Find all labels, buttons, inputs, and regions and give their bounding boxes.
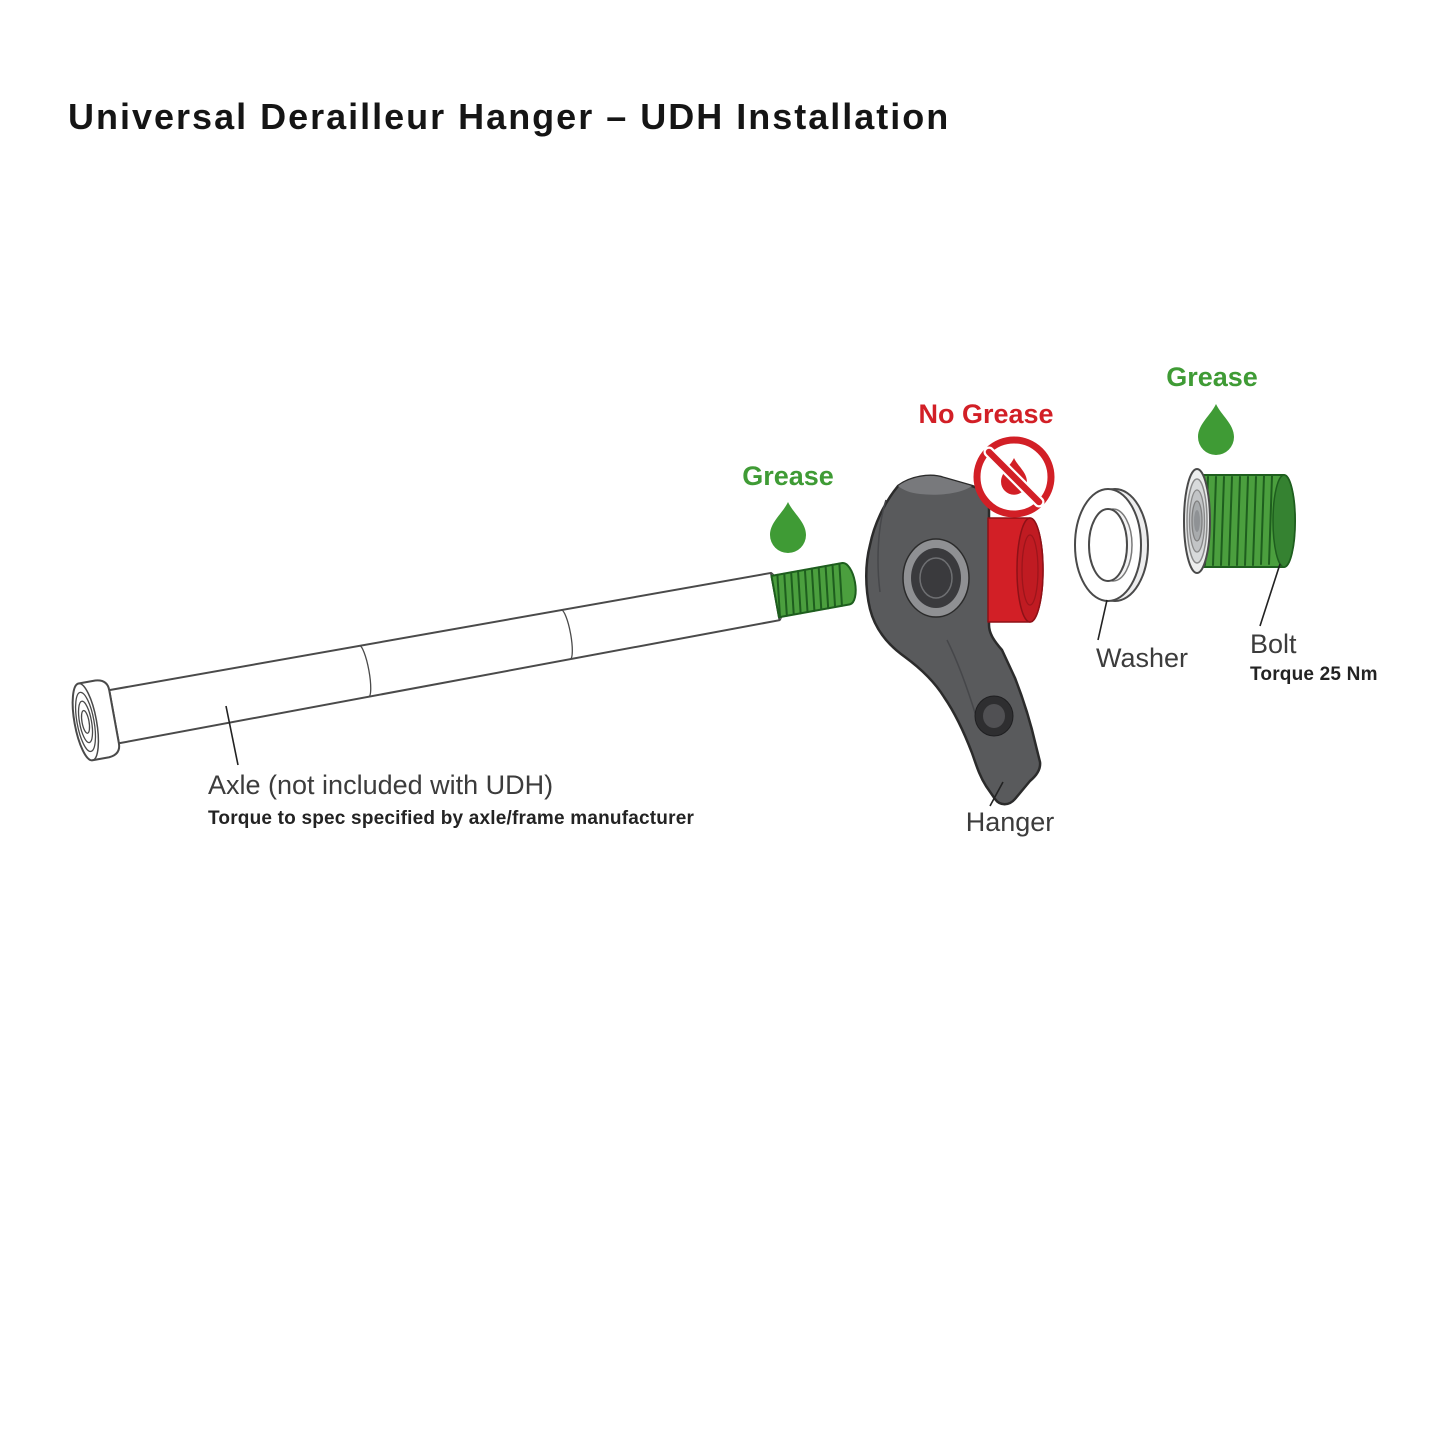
axle-segment-line	[358, 645, 372, 698]
hanger-lower-hole-inner	[983, 704, 1005, 728]
washer-drawing	[1074, 488, 1149, 602]
hanger-red-boss-face-ring	[1021, 534, 1039, 606]
bolt-end-cap	[1272, 474, 1296, 568]
axle-thread-hatch	[776, 562, 843, 619]
hanger-red-boss-face	[1016, 517, 1044, 623]
grease-label-bolt: Grease	[1166, 362, 1258, 392]
axle-segment-line	[560, 609, 573, 660]
axle-head-socket-rings	[74, 691, 97, 753]
axle-shaft	[108, 571, 781, 745]
bolt-torque-note: Torque 25 Nm	[1250, 664, 1378, 685]
bolt-socket-rings	[1186, 478, 1208, 564]
hanger-drawing	[865, 474, 1044, 806]
axle-head-rim	[77, 682, 100, 762]
no-grease-label: No Grease	[918, 399, 1054, 429]
bolt-drawing	[1183, 468, 1296, 574]
leader-lines	[225, 563, 1281, 807]
hanger-left-edge-line	[877, 499, 887, 593]
axle-label: Axle (not included with UDH)	[208, 770, 554, 800]
hanger-hole	[911, 548, 961, 608]
axle-torque-note: Torque to spec specified by axle/frame m…	[208, 808, 695, 829]
hanger-hole-thread-ring	[919, 557, 953, 599]
grease-droplet-icon-bolt	[1198, 404, 1234, 455]
hanger-top-facet	[898, 475, 972, 495]
hanger-leader-line	[989, 781, 1004, 807]
grease-label-axle: Grease	[742, 461, 834, 491]
bolt-leader-line	[1259, 563, 1281, 627]
washer-label: Washer	[1095, 643, 1189, 673]
washer-leader-line	[1097, 599, 1108, 641]
axle-drawing	[71, 562, 857, 762]
grease-droplet-icon-axle	[770, 502, 806, 553]
hanger-ridge-line	[946, 639, 977, 717]
page-title: Universal Derailleur Hanger – UDH Instal…	[68, 96, 951, 137]
bolt-label: Bolt	[1250, 629, 1297, 659]
washer-hole	[1088, 508, 1128, 582]
no-grease-icon	[973, 436, 1055, 518]
hanger-label: Hanger	[965, 807, 1055, 837]
axle-leader-line	[225, 705, 239, 766]
